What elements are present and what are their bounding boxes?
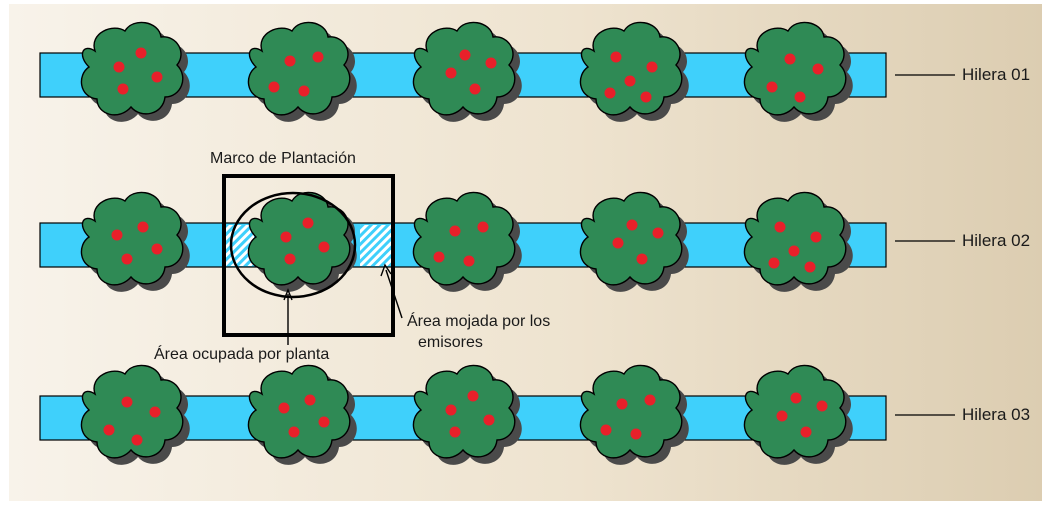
row-label-1: Hilera 01 bbox=[962, 65, 1031, 84]
fruit bbox=[644, 394, 656, 406]
fruit bbox=[616, 398, 628, 410]
fruit bbox=[604, 87, 616, 99]
fruit bbox=[636, 253, 648, 265]
fruit bbox=[121, 253, 133, 265]
tree bbox=[247, 191, 357, 292]
fruit bbox=[816, 400, 828, 412]
fruit bbox=[302, 217, 314, 229]
fruit bbox=[445, 404, 457, 416]
plantation-frame-box bbox=[222, 174, 395, 337]
fruit bbox=[766, 81, 778, 93]
fruit bbox=[776, 410, 788, 422]
fruit bbox=[600, 424, 612, 436]
fruit bbox=[298, 85, 310, 97]
fruit bbox=[280, 231, 292, 243]
fruit bbox=[284, 253, 296, 265]
tree bbox=[80, 364, 190, 465]
fruit bbox=[117, 83, 129, 95]
fruit bbox=[774, 221, 786, 233]
tree bbox=[412, 191, 522, 292]
fruit bbox=[135, 47, 147, 59]
fruit bbox=[624, 75, 636, 87]
fruit bbox=[149, 406, 161, 418]
fruit bbox=[113, 61, 125, 73]
fruit bbox=[810, 231, 822, 243]
fruit bbox=[612, 237, 624, 249]
fruit bbox=[103, 424, 115, 436]
pointer-lines bbox=[283, 263, 403, 345]
fruit bbox=[788, 245, 800, 257]
fruit bbox=[318, 241, 330, 253]
fruit bbox=[131, 434, 143, 446]
fruit bbox=[449, 426, 461, 438]
fruit bbox=[640, 91, 652, 103]
tree bbox=[743, 191, 853, 292]
fruit bbox=[151, 71, 163, 83]
tree bbox=[80, 21, 190, 122]
wetted-area-label-line2: emisores bbox=[418, 334, 483, 351]
frame-label: Marco de Plantación bbox=[210, 150, 356, 167]
tree bbox=[743, 21, 853, 122]
row-label-3: Hilera 03 bbox=[962, 405, 1031, 424]
fruit bbox=[652, 227, 664, 239]
tree bbox=[412, 364, 522, 465]
fruit bbox=[630, 428, 642, 440]
fruit bbox=[304, 394, 316, 406]
wetted-area-label-line1: Área mojada por los bbox=[407, 313, 551, 330]
wetted-area-right bbox=[360, 225, 392, 266]
fruit bbox=[288, 426, 300, 438]
fruit bbox=[784, 53, 796, 65]
fruit bbox=[469, 83, 481, 95]
fruit bbox=[284, 55, 296, 67]
fruit bbox=[318, 416, 330, 428]
fruit bbox=[626, 219, 638, 231]
tree bbox=[579, 21, 689, 122]
tree bbox=[579, 364, 689, 465]
row-leader-lines bbox=[895, 74, 955, 416]
fruit bbox=[768, 257, 780, 269]
fruit bbox=[121, 396, 133, 408]
fruit bbox=[463, 255, 475, 267]
fruit bbox=[445, 67, 457, 79]
trees bbox=[80, 21, 853, 465]
fruit bbox=[800, 426, 812, 438]
occupied-area-ellipse bbox=[229, 191, 357, 299]
fruit bbox=[467, 390, 479, 402]
tree bbox=[743, 364, 853, 465]
fruit bbox=[646, 61, 658, 73]
fruit bbox=[477, 221, 489, 233]
tree bbox=[412, 21, 522, 122]
fruit bbox=[794, 91, 806, 103]
tree bbox=[247, 21, 357, 122]
fruit bbox=[485, 57, 497, 69]
fruit bbox=[483, 414, 495, 426]
fruit bbox=[433, 251, 445, 263]
fruit bbox=[312, 51, 324, 63]
tree bbox=[247, 364, 357, 465]
fruit bbox=[111, 229, 123, 241]
row-label-2: Hilera 02 bbox=[962, 231, 1031, 250]
fruit bbox=[268, 81, 280, 93]
fruit bbox=[610, 51, 622, 63]
fruit bbox=[137, 221, 149, 233]
fruit bbox=[151, 243, 163, 255]
fruit bbox=[278, 402, 290, 414]
fruit bbox=[459, 49, 471, 61]
occupied-area-label: Área ocupada por planta bbox=[154, 346, 330, 363]
fruit bbox=[804, 261, 816, 273]
tree bbox=[579, 191, 689, 292]
fruit bbox=[812, 63, 824, 75]
tree bbox=[80, 191, 190, 292]
fruit bbox=[449, 225, 461, 237]
fruit bbox=[790, 392, 802, 404]
